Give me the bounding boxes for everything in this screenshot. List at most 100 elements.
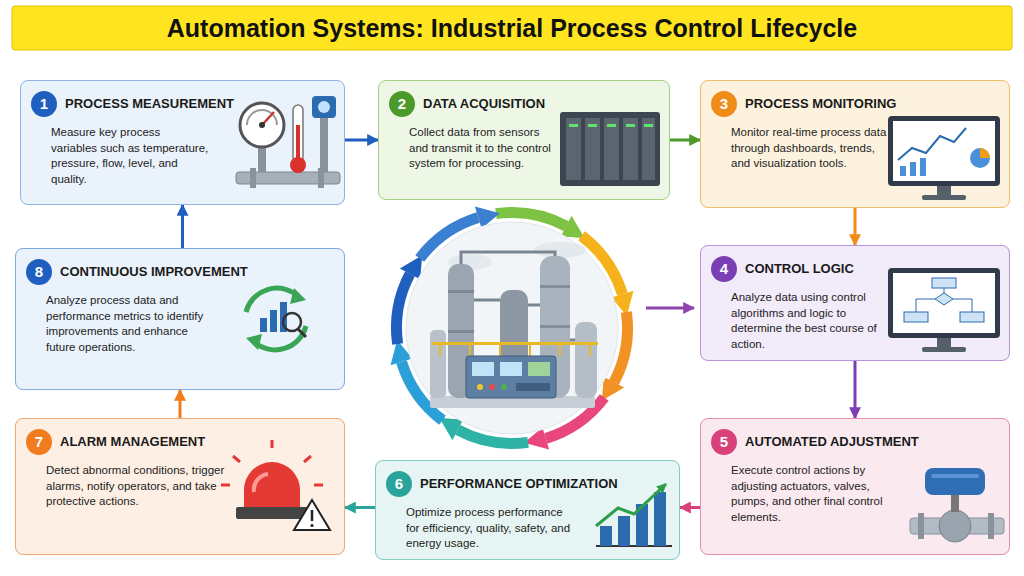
improvement-icon — [246, 288, 306, 350]
valve-icon — [988, 513, 994, 539]
monitoring-screen-icon — [888, 116, 1000, 186]
process-step-box: 4CONTROL LOGICAnalyze data using control… — [700, 245, 1010, 361]
step-description: Collect data from sensors and transmit i… — [409, 125, 554, 172]
plant-illustration — [516, 383, 550, 391]
cycle-ring — [400, 255, 422, 279]
step-number: 6 — [386, 471, 412, 497]
monitoring-screen-icon — [970, 148, 990, 168]
plant-illustration — [534, 242, 586, 258]
plant-illustration — [489, 384, 495, 390]
measurement-icon — [240, 103, 284, 147]
monitoring-screen-icon — [898, 128, 966, 160]
plant-illustration — [448, 290, 474, 293]
alarm-light-icon — [244, 462, 300, 507]
plc-rack-icon — [607, 124, 616, 127]
measurement-icon — [318, 101, 330, 113]
process-step-box: 8CONTINUOUS IMPROVEMENTAnalyze process d… — [15, 248, 345, 390]
plc-rack-icon — [566, 118, 581, 180]
plant-illustration — [472, 362, 494, 376]
plc-rack-icon — [626, 124, 635, 127]
step-heading: PROCESS MONITORING — [745, 96, 896, 111]
plant-illustration — [406, 222, 618, 434]
box-fill — [15, 80, 1010, 560]
step-description: Detect abnormal conditions, trigger alar… — [46, 463, 226, 510]
step-heading: PROCESS MEASUREMENT — [65, 96, 234, 111]
step-heading: PERFORMANCE OPTIMIZATION — [420, 476, 618, 491]
improvement-icon — [246, 334, 262, 350]
alarm-light-icon — [221, 440, 323, 485]
plant-illustration — [575, 322, 597, 398]
logic-screen-icon — [932, 278, 956, 288]
step-description: Execute control actions by adjusting act… — [731, 463, 906, 525]
alarm-light-icon — [254, 474, 268, 492]
measurement-icon — [250, 168, 256, 188]
monitoring-screen-icon — [888, 116, 1000, 200]
logic-screen-icon — [893, 273, 995, 333]
box-fill — [700, 418, 1010, 555]
diagram-title: Automation Systems: Industrial Process C… — [12, 6, 1012, 50]
plc-rack-icon — [604, 118, 619, 180]
improvement-icon — [298, 329, 306, 337]
plant-illustration — [440, 342, 590, 356]
plant-illustration — [540, 325, 570, 328]
step-description: Measure key process variables such as te… — [51, 125, 209, 187]
plant-illustration — [406, 222, 618, 434]
title-banner — [12, 6, 1012, 50]
valve-icon — [925, 468, 985, 495]
step-heading: DATA ACQUISITION — [423, 96, 545, 111]
monitoring-screen-icon — [980, 148, 990, 158]
plant-illustration — [528, 362, 550, 376]
measurement-icon — [259, 122, 265, 128]
valve-icon — [931, 474, 979, 478]
flow-arrow — [854, 208, 857, 245]
alarm-light-icon — [294, 500, 330, 530]
plc-rack-icon — [560, 112, 660, 186]
improvement-icon — [260, 318, 267, 332]
box-fill — [700, 245, 1010, 361]
measurement-icon — [236, 96, 340, 188]
flow-arrow — [345, 139, 378, 142]
plant-illustration — [540, 285, 570, 288]
measurement-icon — [312, 96, 336, 118]
step-description: Optimize process performance for efficie… — [406, 505, 576, 552]
valve-icon — [939, 510, 971, 542]
step-description: Analyze process data and performance met… — [46, 293, 206, 355]
box-fill — [378, 80, 670, 200]
plant-illustration — [448, 330, 474, 333]
flow-arrow — [680, 506, 700, 509]
valve-icon — [910, 468, 1004, 542]
logic-screen-icon — [935, 293, 953, 305]
cycle-ring — [602, 377, 624, 401]
alarm-light-icon — [221, 440, 330, 530]
valve-icon — [951, 494, 959, 512]
alarm-light-icon — [236, 507, 308, 519]
box-fill — [15, 248, 345, 390]
step-heading: CONTROL LOGIC — [745, 261, 854, 276]
step-number: 3 — [711, 91, 737, 117]
optimization-chart-icon — [600, 526, 612, 546]
logic-screen-icon — [888, 268, 1000, 352]
improvement-icon — [283, 313, 301, 331]
improvement-icon — [270, 310, 277, 332]
alarm-light-icon — [310, 524, 313, 527]
step-number: 2 — [389, 91, 415, 117]
step-heading: AUTOMATED ADJUSTMENT — [745, 434, 919, 449]
measurement-icon — [290, 157, 306, 173]
process-step-box: 2 DATA ACQUISITION Collect data from senso… — [378, 80, 670, 200]
improvement-icon — [290, 288, 306, 304]
step-heading: CONTINUOUS IMPROVEMENT — [60, 264, 248, 279]
plant-illustration — [461, 252, 575, 340]
plc-rack-icon — [644, 124, 653, 127]
valve-icon — [918, 513, 924, 539]
cycle-ring — [439, 418, 463, 440]
step-number: 5 — [711, 429, 737, 455]
logic-screen-icon — [888, 268, 1000, 338]
plc-rack-icon — [569, 124, 578, 127]
plc-rack-icon — [642, 118, 655, 180]
logic-screen-icon — [922, 347, 966, 352]
box-fill — [15, 418, 345, 555]
plant-illustration — [466, 356, 556, 398]
flow-arrow — [854, 361, 857, 418]
optimization-chart-icon — [596, 484, 672, 546]
